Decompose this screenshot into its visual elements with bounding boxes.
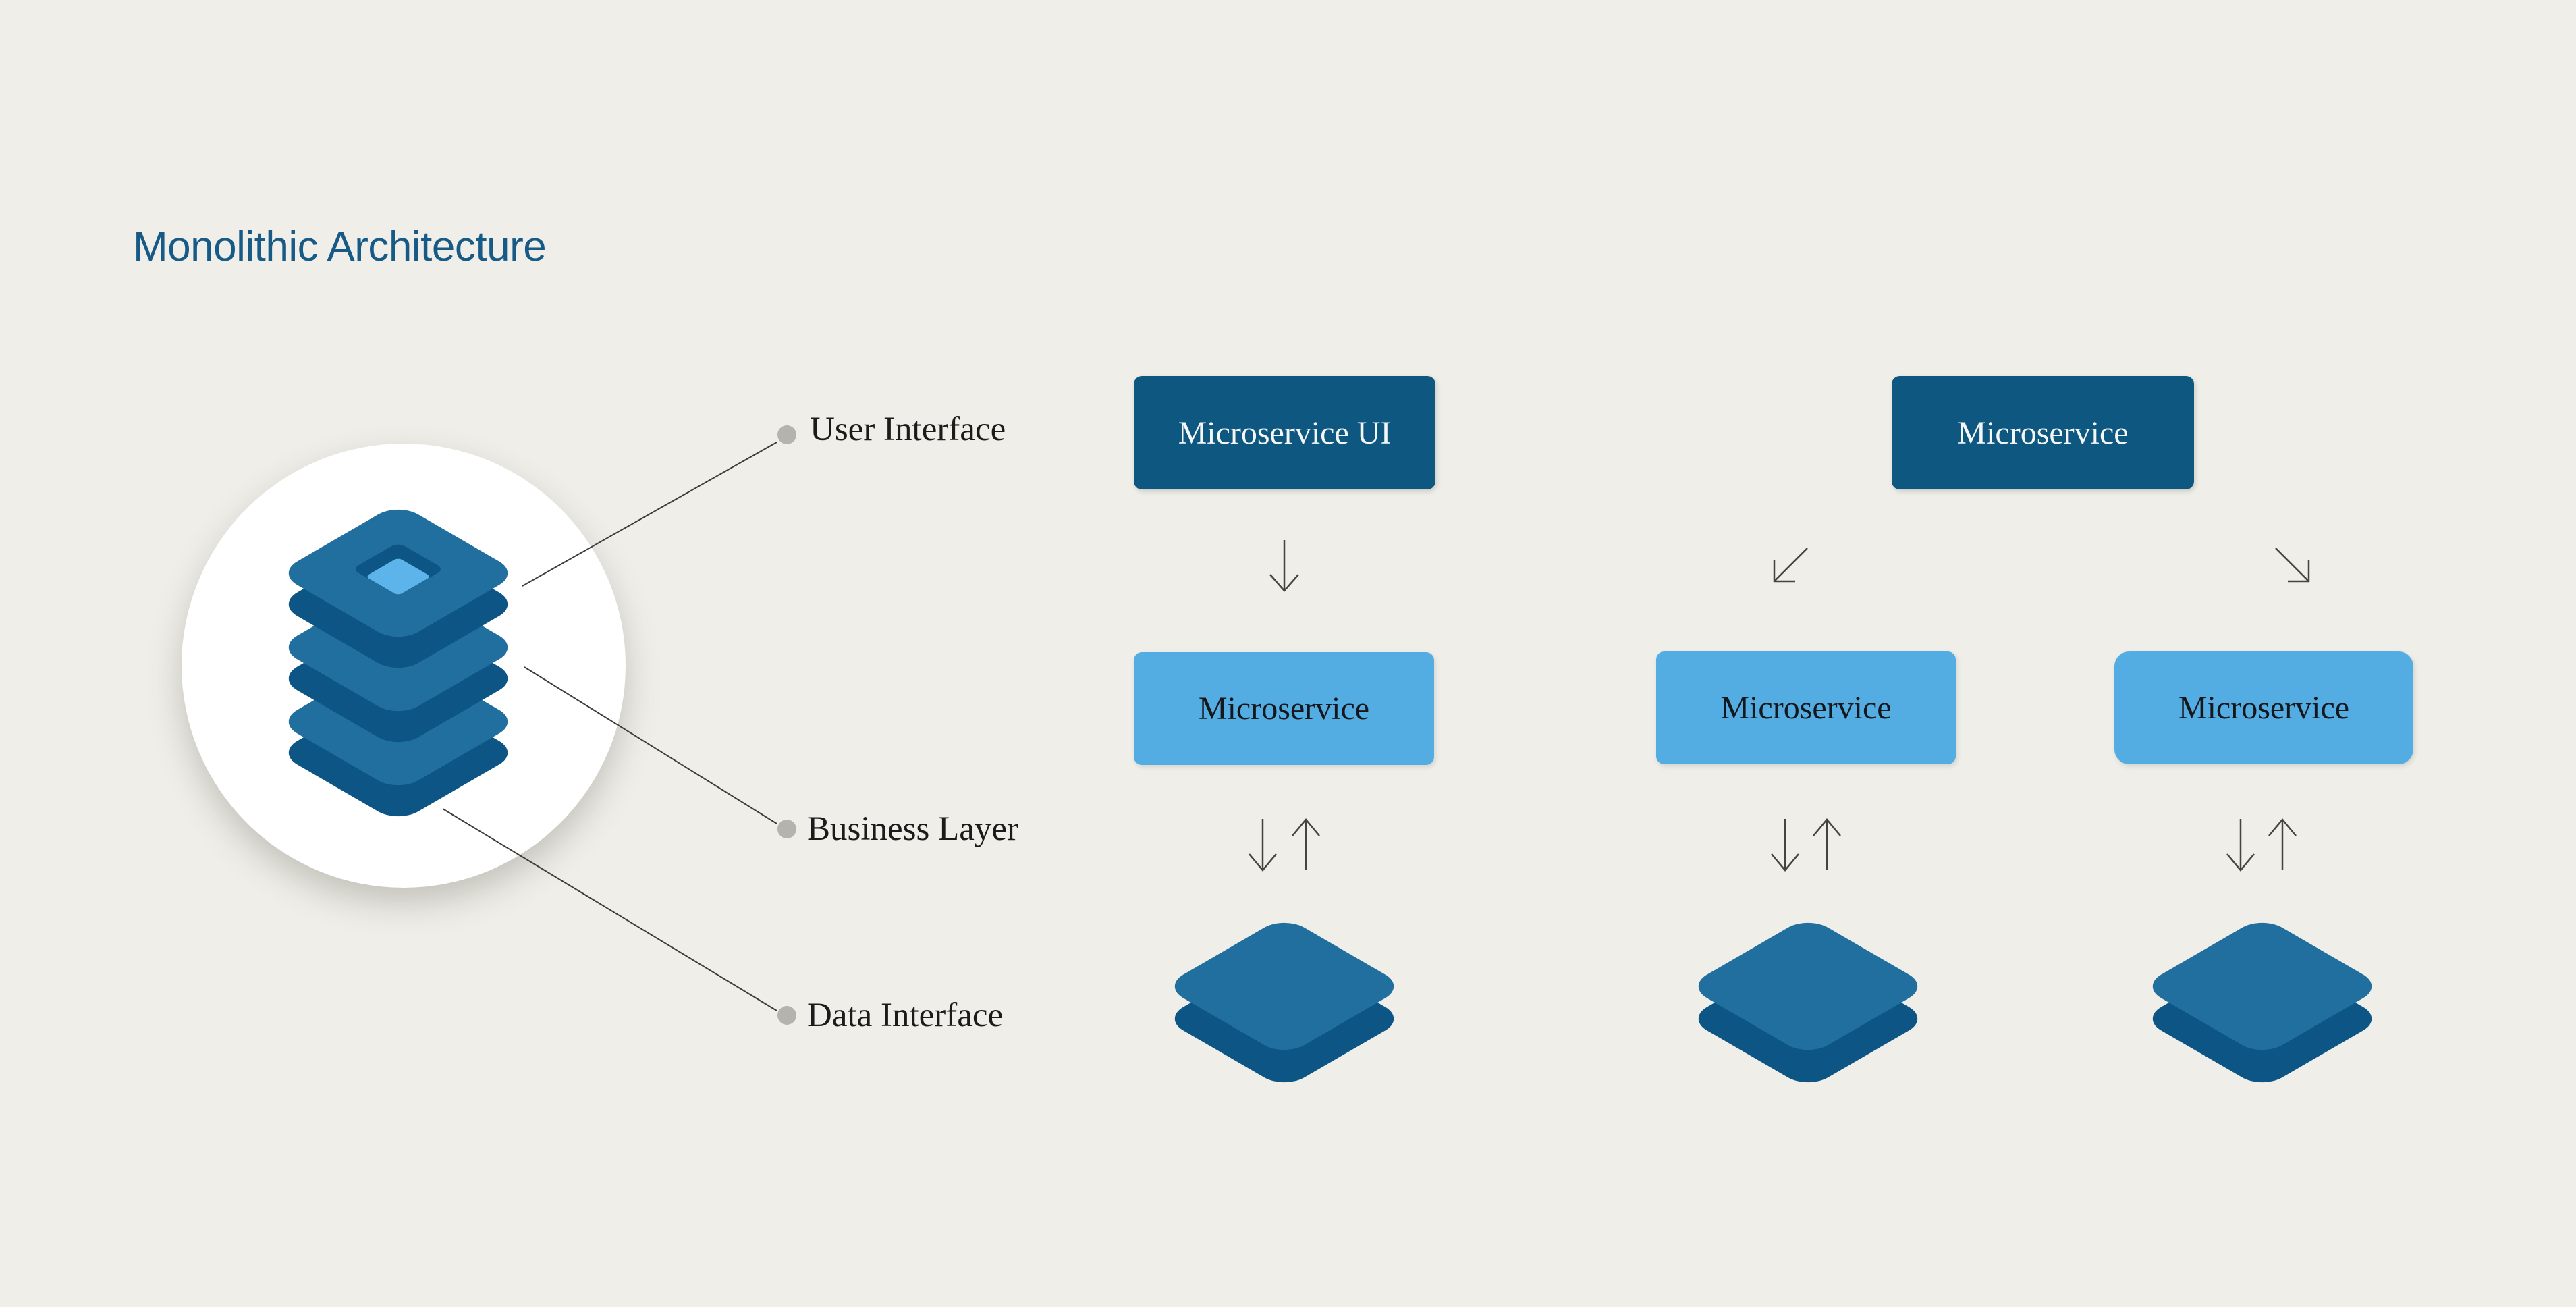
layer-label-data-interface: Data Interface (807, 996, 1004, 1034)
stack-icon (288, 509, 508, 817)
data-slab-icon (2152, 922, 2372, 1083)
microservice-box: Microservice (2114, 651, 2413, 764)
up-arrow-icon (1813, 818, 1841, 870)
up-arrow-icon (2268, 818, 2297, 870)
connector-dot (777, 425, 796, 444)
down-arrow-icon (1269, 540, 1299, 592)
down-arrow-icon (1249, 819, 1277, 872)
layer-label-business-layer: Business Layer (807, 810, 1019, 848)
layer-label-user-interface: User Interface (810, 410, 1006, 448)
connector-dot (777, 1006, 796, 1025)
microservice-box: Microservice (1892, 376, 2194, 489)
page-title: Monolithic Architecture (133, 223, 547, 270)
up-arrow-icon (1292, 818, 1320, 870)
microservice-ui-box: Microservice UI (1134, 376, 1435, 489)
microservice-box: Microservice (1656, 651, 1956, 764)
down-left-arrow-icon (1773, 548, 1808, 583)
data-slab-icon (1698, 922, 1918, 1083)
microservice-box: Microservice (1134, 652, 1434, 765)
data-slab-icon (1174, 922, 1394, 1083)
connector-dot (777, 820, 796, 838)
down-right-arrow-icon (2275, 548, 2310, 583)
down-arrow-icon (2226, 819, 2255, 872)
down-arrow-icon (1771, 819, 1799, 872)
